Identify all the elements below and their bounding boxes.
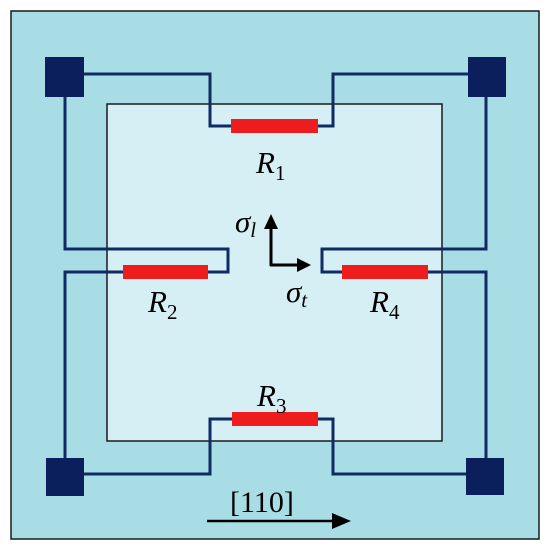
resistor-r1 <box>231 119 318 133</box>
trace-r2-bottom <box>63 270 123 458</box>
stress-transverse-label: σt <box>286 274 308 312</box>
resistor-r2-label: R2 <box>147 284 177 324</box>
wiring-traces <box>63 72 488 476</box>
stress-axes <box>264 214 311 272</box>
resistors <box>123 119 428 426</box>
resistor-r4 <box>342 265 428 279</box>
trace-r2-top <box>63 97 230 274</box>
crystal-direction-arrow <box>207 513 351 529</box>
trace-r1-right <box>318 72 468 128</box>
bond-pad-top-right <box>468 57 506 97</box>
trace-r4-top <box>320 97 488 274</box>
resistor-r1-label: R1 <box>255 145 285 185</box>
resistor-r3 <box>232 412 318 426</box>
bond-pad-top-left <box>45 57 84 97</box>
stress-transverse-arrowhead <box>297 258 311 272</box>
trace-r4-bottom <box>428 270 488 458</box>
stress-longitudinal-label: σl <box>235 204 256 242</box>
trace-r1-left <box>84 72 231 128</box>
bond-pad-bottom-right <box>466 458 504 495</box>
resistor-r4-label: R4 <box>369 284 400 324</box>
resistor-r2 <box>123 265 208 279</box>
bond-pads <box>45 57 506 496</box>
trace-r3-left <box>84 417 232 476</box>
resistor-r3-label: R3 <box>256 378 286 418</box>
stress-longitudinal-arrowhead <box>264 214 278 229</box>
crystal-direction-label: [110] <box>230 486 294 519</box>
bond-pad-bottom-left <box>46 458 84 496</box>
trace-r3-right <box>318 417 466 476</box>
